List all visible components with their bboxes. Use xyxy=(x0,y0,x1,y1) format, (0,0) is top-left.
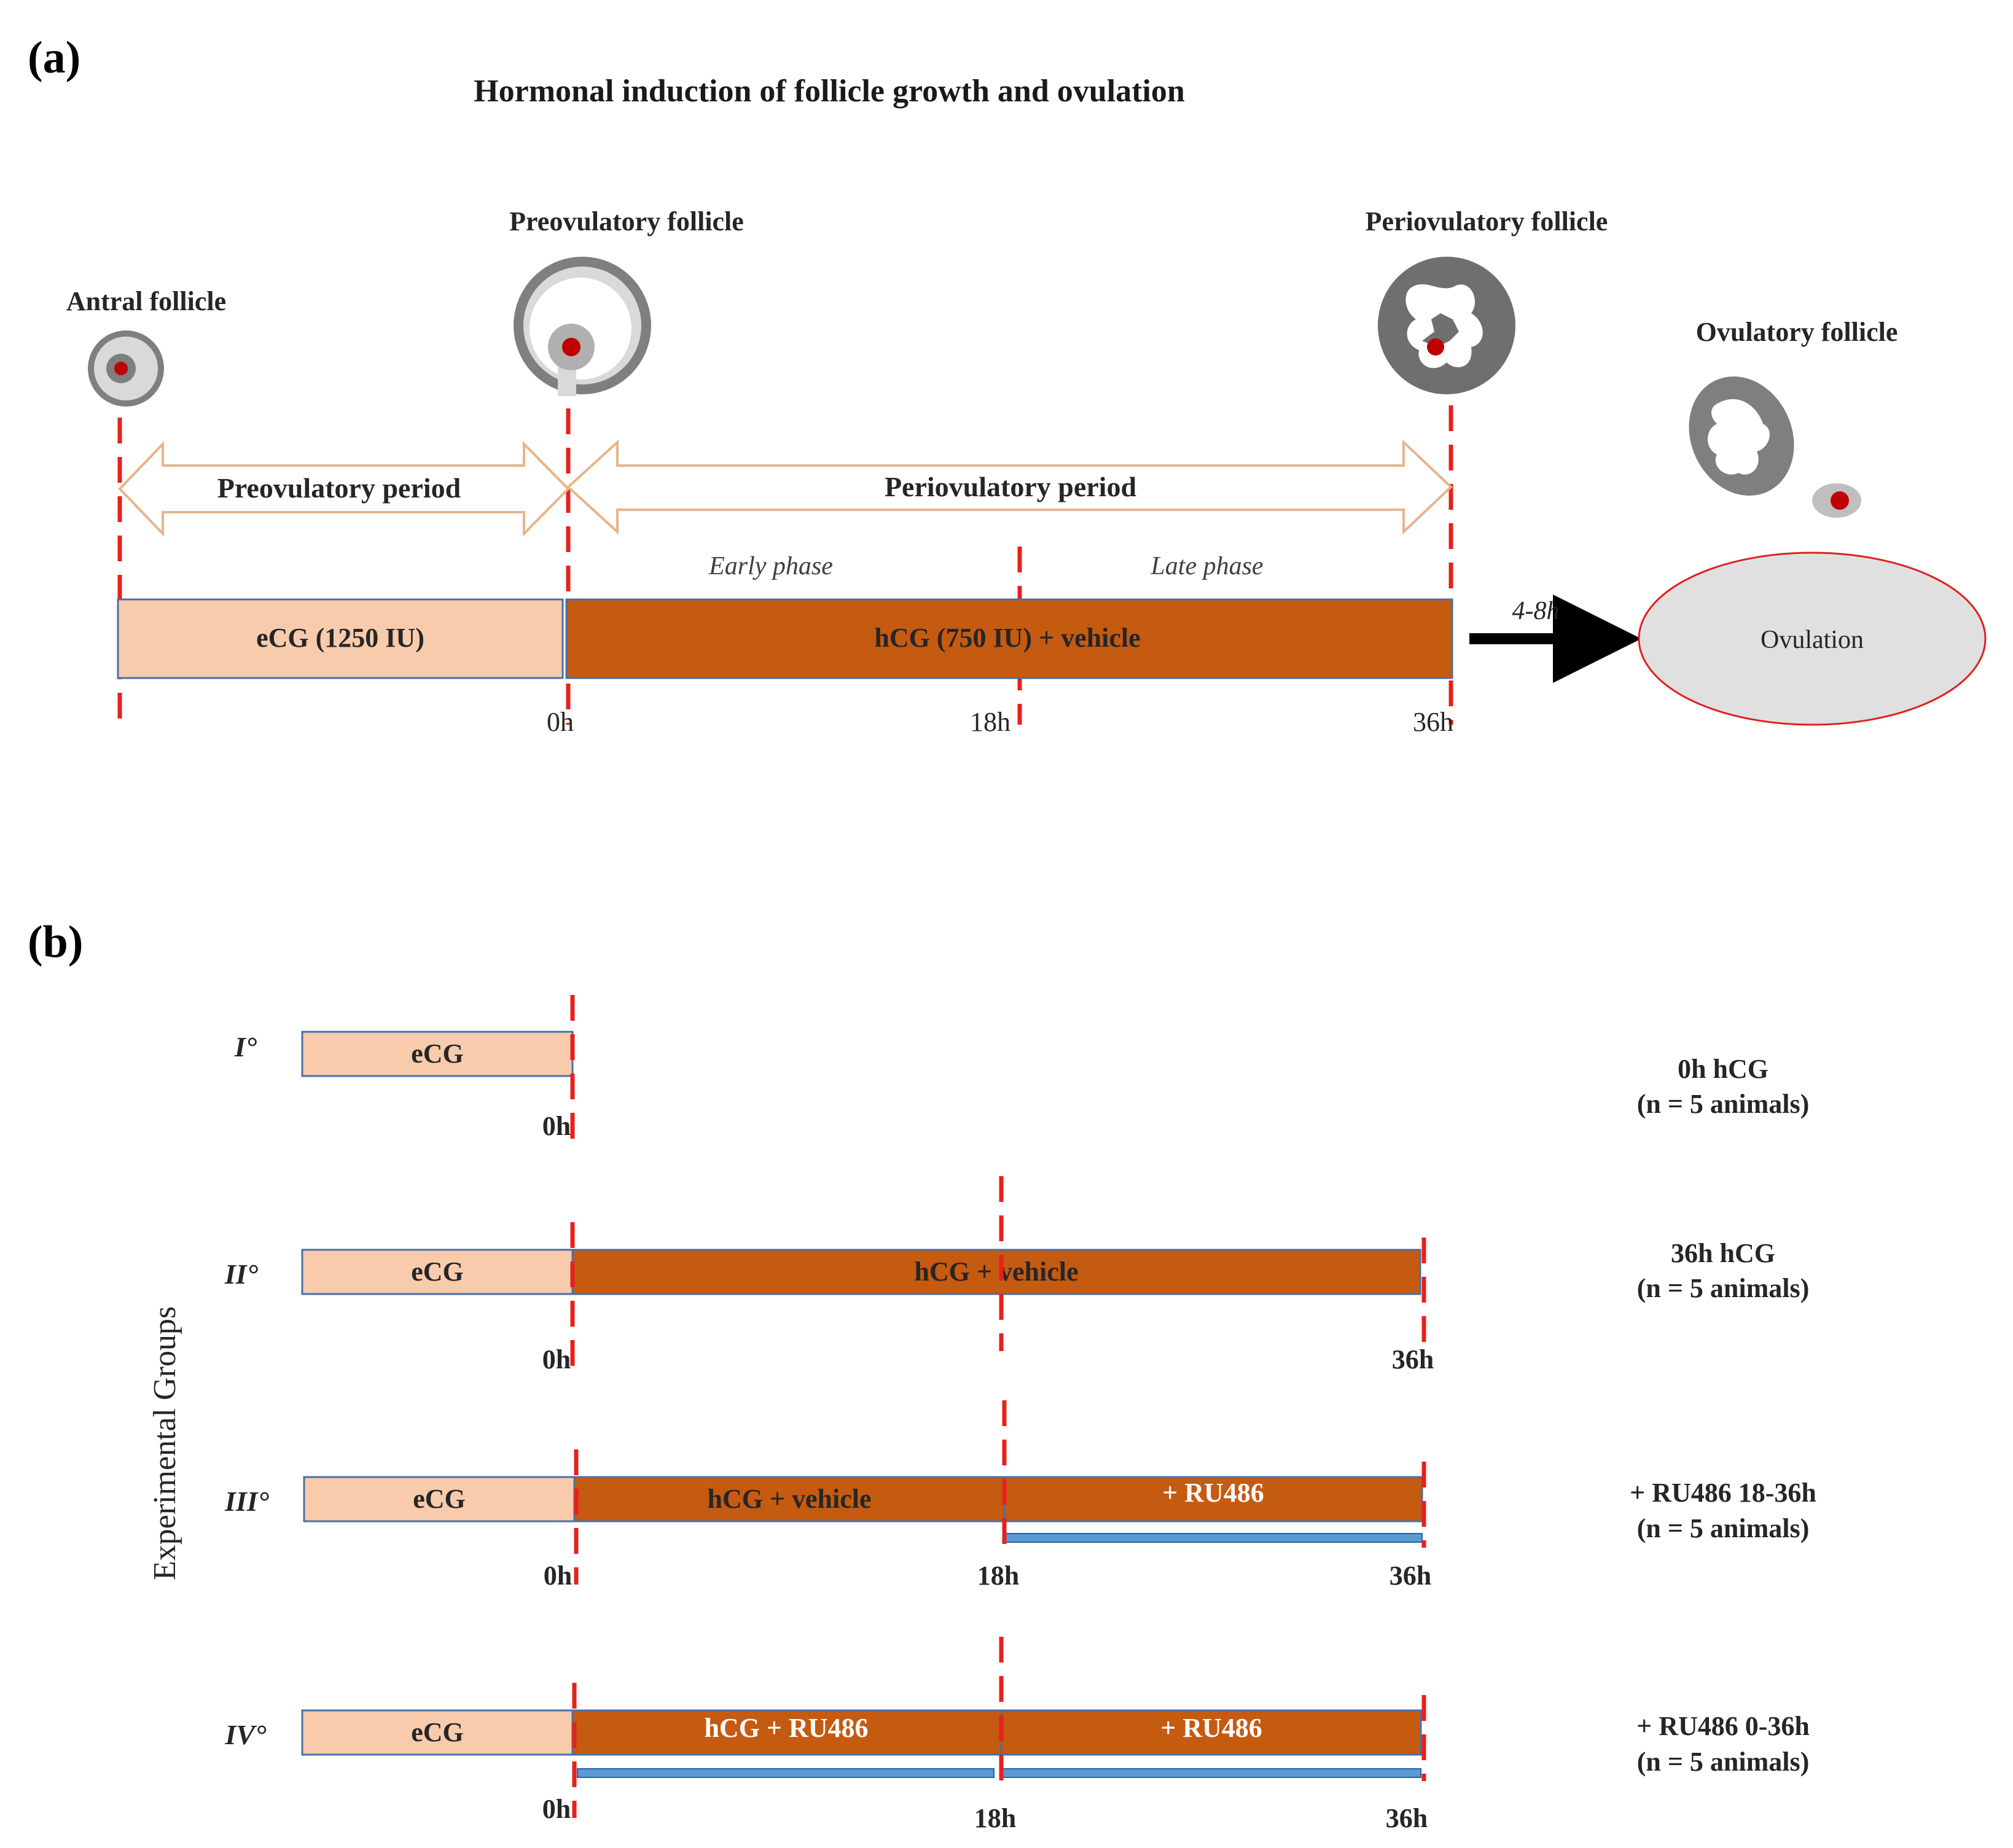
ovulatory-follicle-label: Ovulatory follicle xyxy=(1696,317,1898,347)
periovulatory-period-label: Periovulatory period xyxy=(885,471,1137,502)
periovulatory-period-arrow: Periovulatory period xyxy=(566,439,1453,535)
group-numeral: III° xyxy=(224,1486,270,1517)
ovulation-ellipse: Ovulation xyxy=(1638,552,1987,726)
group-ecg-label: eCG xyxy=(411,1039,464,1069)
group-hcg-label: hCG + RU486 xyxy=(704,1713,868,1743)
ovulation-arrow: 4-8h xyxy=(1469,595,1641,683)
tick-18h: 18h xyxy=(970,707,1010,737)
group-iv: IV° eCG hCG + RU486 + RU486 0h 18h 36h +… xyxy=(225,1637,1810,1833)
group-hcg-label: hCG + vehicle xyxy=(914,1257,1078,1287)
late-phase-label: Late phase xyxy=(1150,552,1263,580)
early-phase-label: Early phase xyxy=(708,552,833,580)
group-desc-line2: (n = 5 animals) xyxy=(1637,1747,1810,1777)
group-desc-line1: 0h hCG xyxy=(1678,1054,1769,1084)
hcg-bar-label: hCG (750 IU) + vehicle xyxy=(874,623,1140,653)
preovulatory-period-label: Preovulatory period xyxy=(217,472,461,504)
group-tick-0h: 0h xyxy=(542,1111,571,1141)
group-ii: II° eCG hCG + vehicle 0h 36h 36h hCG (n … xyxy=(224,1176,1809,1376)
ovulatory-follicle-icon xyxy=(1689,376,1861,518)
panel-a-label: (a) xyxy=(28,33,80,83)
group-tick-18h: 18h xyxy=(977,1561,1019,1591)
group-hcg-label: hCG + vehicle xyxy=(707,1484,871,1514)
group-tick-36h: 36h xyxy=(1386,1803,1428,1833)
hcg-bar: hCG (750 IU) + vehicle xyxy=(565,598,1453,679)
tick-36h: 36h xyxy=(1413,707,1453,737)
group-desc-line1: + RU486 18-36h xyxy=(1630,1478,1816,1508)
preovulatory-follicle-label: Preovulatory follicle xyxy=(509,206,744,236)
group-tick-0h: 0h xyxy=(542,1344,571,1374)
panel-b-label: (b) xyxy=(28,917,83,967)
ovulation-label: Ovulation xyxy=(1761,626,1864,654)
tick-0h: 0h xyxy=(547,707,574,737)
group-ecg-bar xyxy=(301,1249,574,1295)
group-desc-line1: 36h hCG xyxy=(1671,1238,1775,1268)
group-ru486-label: + RU486 xyxy=(1160,1713,1262,1743)
periovulatory-follicle-icon xyxy=(1378,257,1515,394)
group-tick-0h: 0h xyxy=(542,1794,571,1824)
group-numeral: IV° xyxy=(225,1719,267,1750)
group-numeral: I° xyxy=(234,1031,257,1062)
group-numeral: II° xyxy=(224,1258,259,1290)
panel-a-title: Hormonal induction of follicle growth an… xyxy=(474,74,1185,109)
group-desc-line1: + RU486 0-36h xyxy=(1636,1711,1810,1741)
group-desc-line2: (n = 5 animals) xyxy=(1637,1089,1810,1119)
group-tick-18h: 18h xyxy=(974,1803,1016,1833)
group-ecg-label: eCG xyxy=(411,1257,464,1287)
ru486-treatment-bar-late xyxy=(1001,1768,1421,1778)
experimental-groups-axis-label: Experimental Groups xyxy=(147,1306,182,1580)
preovulatory-period-arrow: Preovulatory period xyxy=(118,441,570,537)
antral-follicle-icon xyxy=(88,330,164,407)
ru486-treatment-bar-early xyxy=(577,1768,995,1778)
group-tick-0h: 0h xyxy=(544,1561,572,1591)
group-desc-line2: (n = 5 animals) xyxy=(1637,1273,1810,1303)
group-ecg-bar xyxy=(303,1476,576,1522)
group-ecg-bar xyxy=(301,1709,574,1756)
group-ru486-bar xyxy=(1003,1476,1423,1522)
group-tick-36h: 36h xyxy=(1390,1561,1431,1591)
ecg-bar: eCG (1250 IU) xyxy=(117,598,564,679)
preovulatory-follicle-icon xyxy=(514,257,651,396)
ru486-treatment-bar xyxy=(1004,1533,1423,1543)
ecg-bar-label: eCG (1250 IU) xyxy=(256,623,424,653)
group-tick-36h: 36h xyxy=(1392,1344,1434,1374)
antral-follicle-label: Antral follicle xyxy=(66,286,226,316)
ovulation-delay-label: 4-8h xyxy=(1512,597,1560,625)
group-ru486-label: + RU486 xyxy=(1162,1478,1264,1508)
group-ecg-label: eCG xyxy=(413,1484,466,1514)
group-iii: III° eCG hCG + vehicle + RU486 0h 18h 36… xyxy=(224,1400,1816,1591)
group-hcg-bar xyxy=(571,1249,1421,1295)
group-i: I° eCG 0h 0h hCG (n = 5 animals) xyxy=(234,995,1809,1142)
periovulatory-follicle-label: Periovulatory follicle xyxy=(1366,206,1608,236)
group-ecg-bar xyxy=(301,1031,574,1077)
group-desc-line2: (n = 5 animals) xyxy=(1637,1513,1810,1543)
group-ecg-label: eCG xyxy=(411,1717,464,1747)
